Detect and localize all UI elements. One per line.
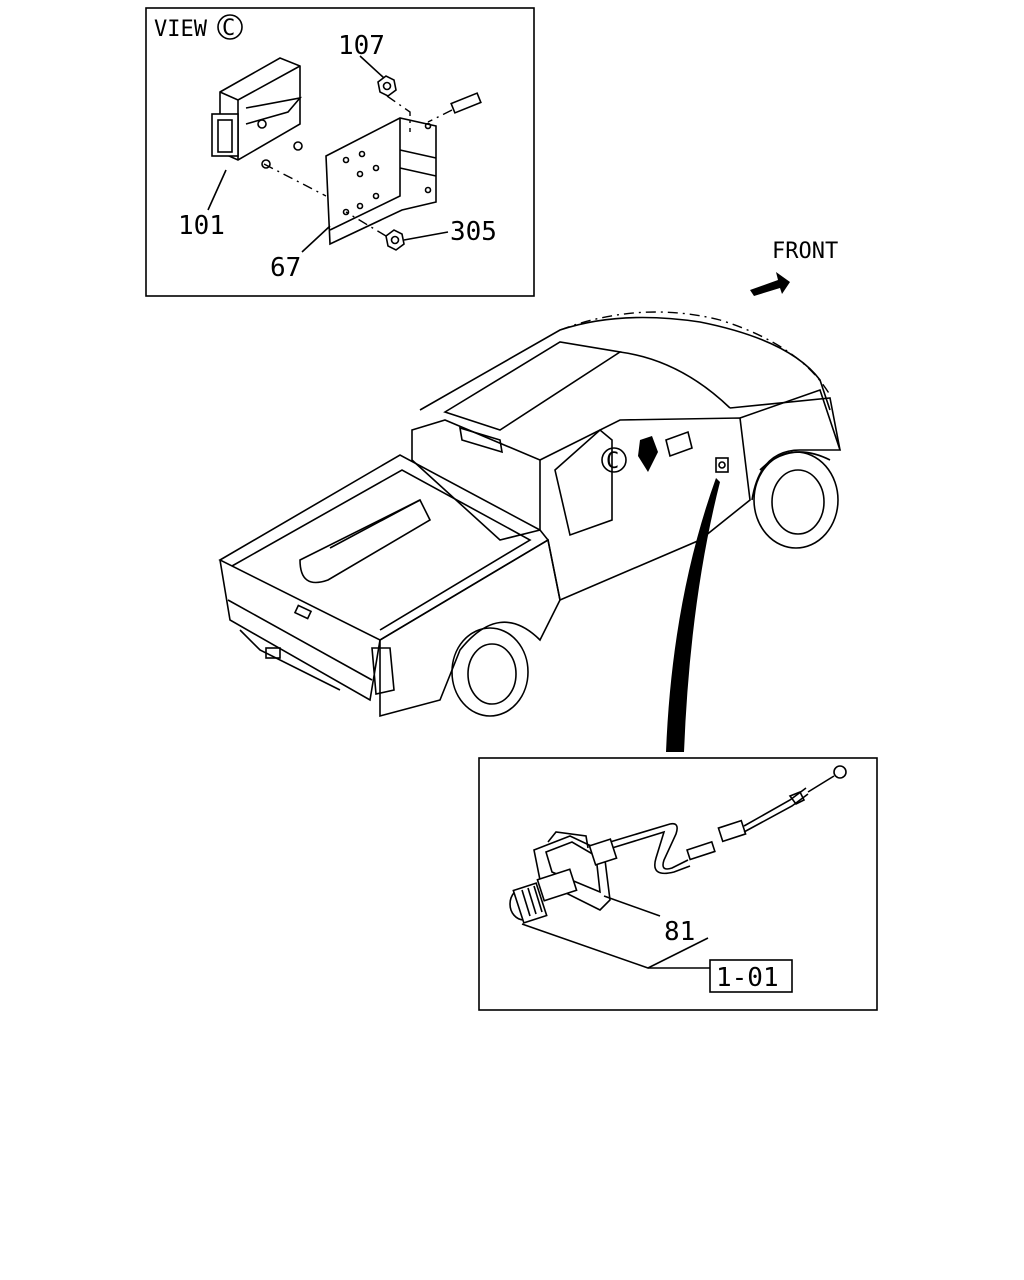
leader-67 (301, 225, 331, 253)
leader-305 (403, 231, 449, 241)
view-c-inset: VIEW C (145, 7, 535, 297)
label-ref: 1-01 (716, 963, 779, 993)
control-unit-101 (211, 57, 303, 169)
label-81: 81 (664, 917, 695, 947)
nut-107 (377, 75, 411, 132)
front-arrow-icon (750, 272, 790, 296)
nut-305 (345, 211, 405, 251)
label-67: 67 (270, 253, 301, 283)
ref-box (709, 959, 793, 993)
svg-text:C: C (606, 449, 619, 474)
view-title-text: VIEW (154, 17, 208, 42)
callout-band (666, 478, 720, 752)
hood-release-cable (609, 765, 847, 875)
bolt (427, 92, 482, 123)
location-marker: C (601, 447, 627, 474)
view-marker: C (217, 14, 243, 41)
label-107: 107 (338, 31, 385, 61)
release-handle-81 (509, 831, 618, 924)
label-101: 101 (178, 211, 225, 241)
pickup-truck: C (218, 311, 842, 718)
front-label: FRONT (772, 239, 838, 264)
leader-81 (603, 895, 661, 917)
label-305: 305 (450, 217, 497, 247)
view-c-frame (145, 7, 535, 297)
svg-text:C: C (222, 16, 235, 41)
front-indicator: FRONT (750, 239, 838, 296)
cable-frame (478, 757, 878, 1011)
location-arrow-icon (638, 436, 658, 472)
leader-101 (207, 169, 227, 211)
bracket-67 (325, 117, 437, 246)
opener-location (715, 457, 729, 473)
cable-inset: 81 1-01 (478, 757, 878, 1011)
leader-107 (359, 55, 385, 79)
